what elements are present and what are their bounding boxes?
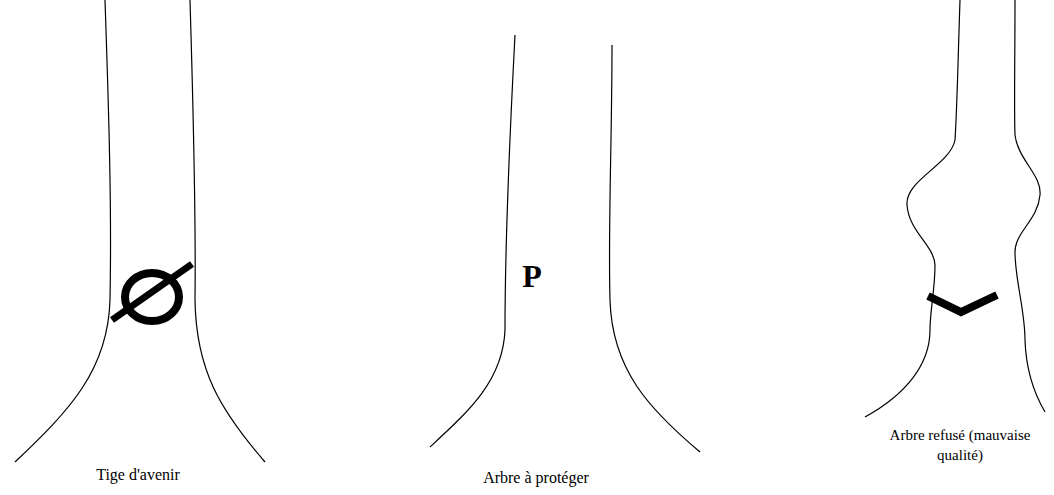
mark-letter: P [512,256,552,298]
trunk-left-edge [15,0,111,462]
trunk-right-edge [1015,0,1045,412]
trunk-left-edge [430,35,515,447]
tree-caption: Arbre refusé (mauvaise qualité) [885,426,1035,465]
trunk-right-edge [190,0,265,462]
future-stem-mark [112,264,192,321]
tree-caption: Tige d'avenir [38,465,238,486]
trunk-outlines [15,0,1045,462]
trunk-left-edge [865,0,960,417]
tree-caption: Arbre à protéger [426,468,646,489]
trunk-right-edge [609,45,700,452]
mark-bar [112,264,192,320]
refused-mark [928,295,997,312]
